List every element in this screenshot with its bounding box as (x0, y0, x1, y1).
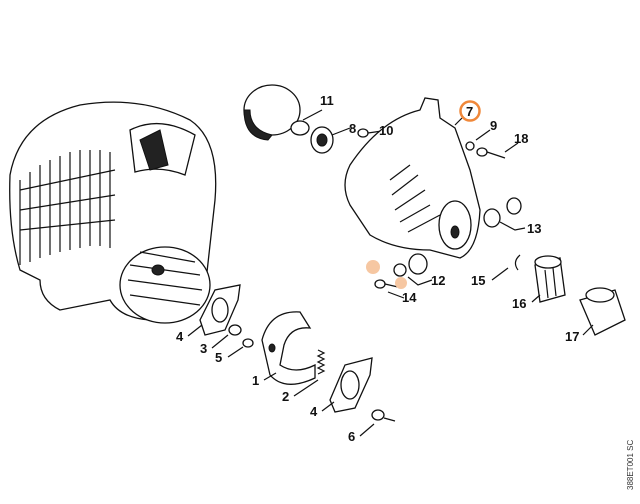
part-7-fan-housing (344, 97, 481, 259)
label-14[interactable]: 14 (402, 290, 417, 305)
part-15-circlip (491, 254, 521, 281)
part-5-washer (227, 338, 254, 358)
highlight-dot (395, 277, 407, 289)
part-9-washer (465, 129, 491, 151)
label-3[interactable]: 3 (200, 341, 207, 356)
drawing-code: 388ET001 SC (626, 440, 635, 490)
part-16-drive-sleeve (531, 255, 566, 303)
label-11[interactable]: 11 (320, 93, 334, 108)
part-2-spring (293, 349, 326, 397)
label-4-lower[interactable]: 4 (310, 404, 318, 419)
highlight-ring-7 (459, 100, 481, 122)
label-15[interactable]: 15 (471, 273, 485, 288)
label-5[interactable]: 5 (215, 350, 222, 365)
part-18-screw (476, 142, 519, 159)
label-17[interactable]: 17 (565, 329, 579, 344)
label-7[interactable]: 7 (466, 104, 473, 119)
part-3-sleeve (211, 324, 242, 349)
label-18[interactable]: 18 (514, 131, 528, 146)
part-8-bearing (310, 126, 351, 154)
highlight-dot (366, 260, 380, 274)
label-6[interactable]: 6 (348, 429, 355, 444)
part-4-carrier-plate-lower (321, 357, 373, 413)
part-11-clutch-drum (243, 84, 323, 141)
engine-housing (9, 101, 217, 324)
label-16[interactable]: 16 (512, 296, 526, 311)
part-17-coupling (579, 287, 626, 336)
label-10[interactable]: 10 (379, 123, 393, 138)
label-9[interactable]: 9 (490, 118, 497, 133)
label-12[interactable]: 12 (431, 273, 445, 288)
label-13[interactable]: 13 (527, 221, 541, 236)
label-1[interactable]: 1 (252, 373, 259, 388)
part-6-screw (359, 409, 396, 437)
label-4[interactable]: 4 (176, 329, 184, 344)
label-8[interactable]: 8 (349, 121, 356, 136)
label-2[interactable]: 2 (282, 389, 289, 404)
part-1-clutch-shoes (261, 311, 316, 385)
part-13-sleeves (483, 197, 526, 231)
part-4-carrier-plate (187, 284, 241, 337)
part-12-sleeve (393, 253, 433, 286)
part-14-screw (374, 279, 405, 299)
